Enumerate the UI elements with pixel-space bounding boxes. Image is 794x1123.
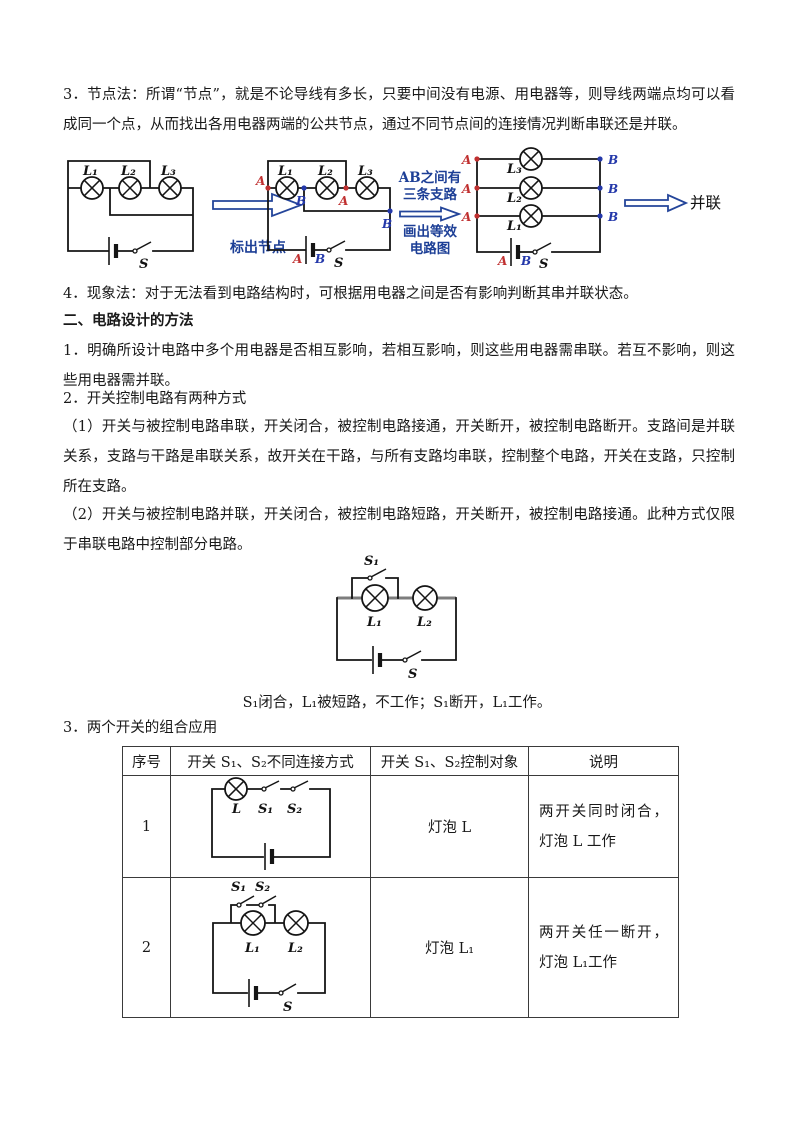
parallel-switches-circuit-figure: S₁ S₂ L₁ L₂ S <box>212 880 326 1015</box>
lamp-symbols <box>361 584 438 612</box>
annotation-line: 三条支路 <box>403 187 457 203</box>
section-heading-design: 二、电路设计的方法 <box>63 312 194 329</box>
header-index: 序号 <box>122 746 171 776</box>
switch-label: S <box>283 1000 292 1015</box>
switch-label: S <box>334 256 343 271</box>
table-row: 2 S₁ S₂ L₁ L₂ S <box>122 877 679 1018</box>
node-b-label: B <box>520 254 531 268</box>
right-arrow-icon <box>624 193 689 213</box>
right-arrow-icon <box>212 192 304 218</box>
node-b-label: B <box>295 194 306 208</box>
row1-note: 两开关同时闭合，灯泡 L 工作 <box>539 803 668 850</box>
node-a-label: A <box>461 153 471 167</box>
annotation-line: 画出等效 <box>403 224 457 240</box>
row1-note-cell: 两开关同时闭合，灯泡 L 工作 <box>528 775 679 878</box>
node-b-label: B <box>607 210 618 224</box>
paragraph-design-1: 1．明确所设计电路中多个用电器是否相互影响，若相互影响，则这些用电器需串联。若互… <box>63 343 735 389</box>
paragraph-node-method: 3．节点法：所谓“节点”，就是不论导线有多长，只要中间没有电源、用电器等，则导线… <box>63 87 735 133</box>
node-b-label: B <box>381 217 392 231</box>
lamp2-label: L₂ <box>120 164 136 179</box>
lamp-label: L <box>231 802 241 817</box>
switch-blade <box>135 241 152 251</box>
row1-index: 1 <box>122 775 171 878</box>
lamp1-label: L₁ <box>366 615 382 630</box>
lamp1-label: L₁ <box>82 164 98 179</box>
annotation-line: 电路图 <box>409 241 451 257</box>
row2-target: 灯泡 L₁ <box>370 877 529 1018</box>
switch1-label: S₁ <box>258 802 273 817</box>
row2-circuit-cell: S₁ S₂ L₁ L₂ S <box>170 877 371 1018</box>
circuit-nodes-marked-figure: L₁ L₂ L₃ A B A B A B S <box>255 160 393 271</box>
lamp1-label: L₁ <box>277 164 293 179</box>
annotation-line: AB之间有 <box>398 170 462 186</box>
header-note: 说明 <box>528 746 679 776</box>
switch1-blade <box>370 568 387 578</box>
short-circuit-control-figure: S₁ L₁ L₂ S <box>336 554 457 682</box>
row2-note-cell: 两开关任一断开，灯泡 L₁工作 <box>528 877 679 1018</box>
equivalent-parallel-circuit-figure: L₃ L₂ L₁ A A A B B B A B S <box>461 147 618 272</box>
lamp-symbols <box>80 176 182 200</box>
paragraph-phenomenon: 4．现象法：对于无法看到电路结构时，可根据用电器之间是否有影响判断其串并联状态。 <box>63 286 638 302</box>
lamp1-label: L₁ <box>506 219 522 234</box>
lamp3-label: L₃ <box>160 164 176 179</box>
parallel-label: 并联 <box>690 194 722 212</box>
switch1-label: S₁ <box>364 554 379 569</box>
lamp-symbols <box>519 147 543 228</box>
node-a-label: A <box>338 194 348 208</box>
node-b-label: B <box>607 153 618 167</box>
node-a-label: A <box>461 210 471 224</box>
branches-annotation: AB之间有 三条支路 画出等效 电路图 <box>394 170 466 258</box>
header-target: 开关 S₁、S₂控制对象 <box>370 746 529 776</box>
node-a-label: A <box>497 254 507 268</box>
node-a-label: A <box>292 252 302 266</box>
switch-blade <box>329 240 346 250</box>
lamp3-label: L₃ <box>357 164 373 179</box>
switch2-label: S₂ <box>287 802 302 817</box>
switch2-label: S₂ <box>255 880 270 895</box>
lamp2-label: L₂ <box>416 615 432 630</box>
paragraph-design-3: 3．两个开关的组合应用 <box>63 720 218 736</box>
paragraph-design-2-1: （1）开关与被控制电路串联，开关闭合，被控制电路接通，开关断开，被控制电路断开。… <box>63 419 735 495</box>
switch-label: S <box>539 257 548 272</box>
paragraph-design-2-2: （2）开关与被控制电路并联，开关闭合，被控制电路短路，开关断开，被控制电路接通。… <box>63 507 735 553</box>
row2-index: 2 <box>122 877 171 1018</box>
lamp2-label: L₂ <box>506 191 522 206</box>
right-arrow-icon <box>399 206 462 222</box>
row2-note: 两开关任一断开，灯泡 L₁工作 <box>539 924 668 971</box>
header-connection: 开关 S₁、S₂不同连接方式 <box>170 746 371 776</box>
table-row: 1 L S₁ S₂ 灯泡 L 两开关同时闭合，灯泡 L <box>122 775 679 878</box>
lamp3-label: L₃ <box>506 162 522 177</box>
switch-blade <box>405 650 422 660</box>
table-header-row: 序号 开关 S₁、S₂不同连接方式 开关 S₁、S₂控制对象 说明 <box>122 746 679 776</box>
figure-caption: S₁闭合，L₁被短路，不工作；S₁断开，L₁工作。 <box>242 695 552 711</box>
switch-label: S <box>139 257 148 272</box>
row1-target: 灯泡 L <box>370 775 529 878</box>
arrow1-label: 标出节点 <box>230 240 286 256</box>
paragraph-design-2: 2．开关控制电路有两种方式 <box>63 391 247 407</box>
circuit-original-figure: L₁ L₂ L₃ S <box>67 160 194 272</box>
lamp1-label: L₁ <box>244 941 260 956</box>
switch-combination-table: 序号 开关 S₁、S₂不同连接方式 开关 S₁、S₂控制对象 说明 1 L S₁ <box>122 746 679 1018</box>
lamp-symbols <box>240 910 309 936</box>
node-b-label: B <box>314 252 325 266</box>
lamp2-label: L₂ <box>317 164 333 179</box>
lamp2-label: L₂ <box>287 941 303 956</box>
switch1-label: S₁ <box>231 880 246 895</box>
node-a-label: A <box>255 174 265 188</box>
switch-label: S <box>408 667 417 682</box>
node-a-label: A <box>461 182 471 196</box>
node-b-label: B <box>607 182 618 196</box>
series-switches-circuit-figure: L S₁ S₂ <box>210 777 331 870</box>
lamp-symbols <box>275 176 379 200</box>
row1-circuit-cell: L S₁ S₂ <box>170 775 371 878</box>
switch-blade <box>535 242 552 252</box>
lamp-symbols <box>223 777 248 801</box>
